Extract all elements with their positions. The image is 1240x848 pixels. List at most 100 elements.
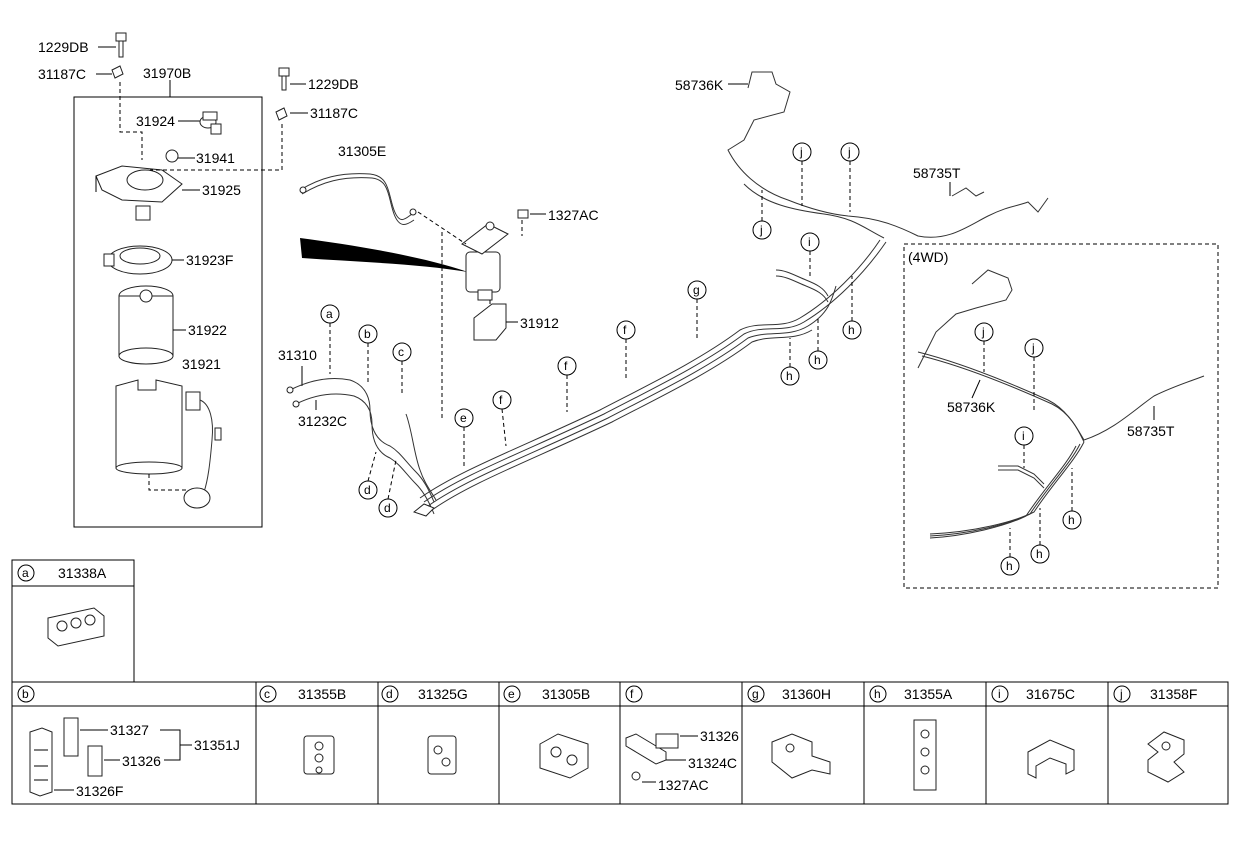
label-58735T-rear[interactable]: 58735T bbox=[913, 165, 961, 181]
label-31912[interactable]: 31912 bbox=[520, 315, 559, 331]
label-31970B[interactable]: 31970B bbox=[143, 65, 191, 81]
clip-31325G-icon bbox=[427, 735, 457, 775]
callout-a[interactable]: a bbox=[326, 307, 333, 321]
clip-31355B-icon bbox=[303, 735, 335, 775]
label-31187C-right[interactable]: 31187C bbox=[310, 105, 358, 121]
callout-b[interactable]: b bbox=[364, 327, 371, 341]
label-31310[interactable]: 31310 bbox=[278, 347, 317, 363]
callout-f-2[interactable]: f bbox=[564, 359, 568, 373]
legend-b-31326[interactable]: 31326 bbox=[122, 753, 161, 769]
legend-f-letter: f bbox=[630, 687, 634, 701]
callout-f-3[interactable]: f bbox=[623, 323, 627, 337]
4wd-group: (4WD) 58736K 58735T j j i h h h bbox=[903, 243, 1219, 589]
callout-h-1[interactable]: h bbox=[786, 369, 793, 383]
legend-b-31351J[interactable]: 31351J bbox=[194, 737, 240, 753]
callout-i[interactable]: i bbox=[808, 235, 811, 249]
label-1327AC[interactable]: 1327AC bbox=[548, 207, 599, 223]
legend-f-1327AC[interactable]: 1327AC bbox=[658, 777, 709, 793]
callout-j-2[interactable]: j bbox=[799, 145, 803, 159]
4wd-callout-h-2[interactable]: h bbox=[1036, 547, 1043, 561]
legend-d-letter: d bbox=[386, 687, 393, 701]
clip-31338A-icon bbox=[47, 607, 105, 647]
callout-d-2[interactable]: d bbox=[384, 501, 391, 515]
label-31921[interactable]: 31921 bbox=[182, 356, 221, 372]
clip-31305B-icon bbox=[539, 733, 589, 779]
label-1229DB-left[interactable]: 1229DB bbox=[38, 39, 89, 55]
filter-assembly-box bbox=[73, 96, 263, 528]
clip-part bbox=[111, 65, 124, 79]
legend-j-code[interactable]: 31358F bbox=[1150, 686, 1197, 702]
center-callouts: a b c d d e f f f g h h h i j j j bbox=[320, 142, 862, 518]
callout-j-1[interactable]: j bbox=[759, 223, 763, 237]
legend-b-letter: b bbox=[22, 687, 29, 701]
pointer-arrow bbox=[300, 238, 468, 272]
legend-f-31324C[interactable]: 31324C bbox=[688, 755, 737, 771]
tube-31305E bbox=[299, 173, 413, 220]
adapter-part bbox=[103, 245, 173, 275]
clip-31675C-icon bbox=[1027, 739, 1075, 779]
label-31925[interactable]: 31925 bbox=[202, 182, 241, 198]
label-58735T-4wd[interactable]: 58735T bbox=[1127, 423, 1175, 439]
sensor-part bbox=[183, 391, 222, 509]
4wd-callout-j-1[interactable]: j bbox=[981, 325, 985, 339]
legend-i-letter: i bbox=[998, 687, 1001, 701]
4wd-callout-h-1[interactable]: h bbox=[1068, 513, 1075, 527]
4wd-callout-i[interactable]: i bbox=[1022, 429, 1025, 443]
filter-assembly: 31970B 1229DB 31187C 31924 31941 bbox=[38, 32, 263, 528]
4wd-tube-top bbox=[917, 269, 1013, 369]
label-31924[interactable]: 31924 bbox=[136, 113, 175, 129]
label-31923F[interactable]: 31923F bbox=[186, 252, 233, 268]
legend-a-code[interactable]: 31338A bbox=[58, 565, 107, 581]
clip-part-right bbox=[275, 107, 288, 121]
legend-b-31326F[interactable]: 31326F bbox=[76, 783, 123, 799]
tube-31310 bbox=[289, 377, 435, 503]
callout-c[interactable]: c bbox=[398, 345, 404, 359]
4wd-callout-j-2[interactable]: j bbox=[1031, 341, 1035, 355]
legend-c-code[interactable]: 31355B bbox=[298, 686, 346, 702]
clip-31355A-icon bbox=[913, 719, 937, 791]
label-1229DB-right[interactable]: 1229DB bbox=[308, 76, 359, 92]
legend-f-31326[interactable]: 31326 bbox=[700, 728, 739, 744]
legend-g-code[interactable]: 31360H bbox=[782, 686, 831, 702]
label-58736K-4wd[interactable]: 58736K bbox=[947, 399, 996, 415]
callout-f-1[interactable]: f bbox=[499, 393, 503, 407]
rear-tube-k bbox=[727, 71, 1049, 238]
clip-31326F-icon bbox=[29, 727, 53, 797]
callout-g[interactable]: g bbox=[693, 283, 700, 297]
clip-31326-icon bbox=[87, 745, 103, 777]
legend-i-code[interactable]: 31675C bbox=[1026, 686, 1075, 702]
filter-cartridge-part bbox=[118, 285, 174, 365]
bolt-part-right bbox=[278, 67, 290, 77]
legend-e-code[interactable]: 31305B bbox=[542, 686, 590, 702]
callout-h-3[interactable]: h bbox=[848, 323, 855, 337]
legend-c-letter: c bbox=[264, 687, 270, 701]
4wd-callout-h-3[interactable]: h bbox=[1006, 559, 1013, 573]
bracket-part bbox=[473, 303, 507, 341]
clip-31360H-icon bbox=[771, 733, 831, 779]
legend-e-letter: e bbox=[508, 687, 515, 701]
label-31305E[interactable]: 31305E bbox=[338, 143, 386, 159]
label-31941[interactable]: 31941 bbox=[196, 150, 235, 166]
center-group: 1229DB 31187C 31305E 1327AC 31912 bbox=[150, 67, 1049, 517]
clip-31324C-icon bbox=[625, 733, 679, 781]
callout-h-2[interactable]: h bbox=[814, 353, 821, 367]
legend-d-code[interactable]: 31325G bbox=[418, 686, 468, 702]
legend-b-31327[interactable]: 31327 bbox=[110, 722, 149, 738]
label-31922[interactable]: 31922 bbox=[188, 322, 227, 338]
filter-head-part bbox=[95, 165, 183, 221]
label-31232C[interactable]: 31232C bbox=[298, 413, 347, 429]
inline-filter-part bbox=[461, 221, 509, 301]
clip-31358F-icon bbox=[1147, 731, 1185, 783]
4wd-box bbox=[903, 243, 1219, 589]
filter-housing-part bbox=[115, 379, 183, 475]
callout-j-3[interactable]: j bbox=[847, 145, 851, 159]
callout-d-1[interactable]: d bbox=[364, 483, 371, 497]
label-31187C-left[interactable]: 31187C bbox=[38, 66, 86, 82]
main-fuel-line bbox=[419, 239, 881, 499]
legend-table: a 31338A b 31327 31326 31326F 3 bbox=[11, 559, 1229, 805]
callout-e[interactable]: e bbox=[460, 411, 467, 425]
4wd-title[interactable]: (4WD) bbox=[908, 249, 948, 265]
legend-h-code[interactable]: 31355A bbox=[904, 686, 953, 702]
label-58736K-rear[interactable]: 58736K bbox=[675, 77, 724, 93]
